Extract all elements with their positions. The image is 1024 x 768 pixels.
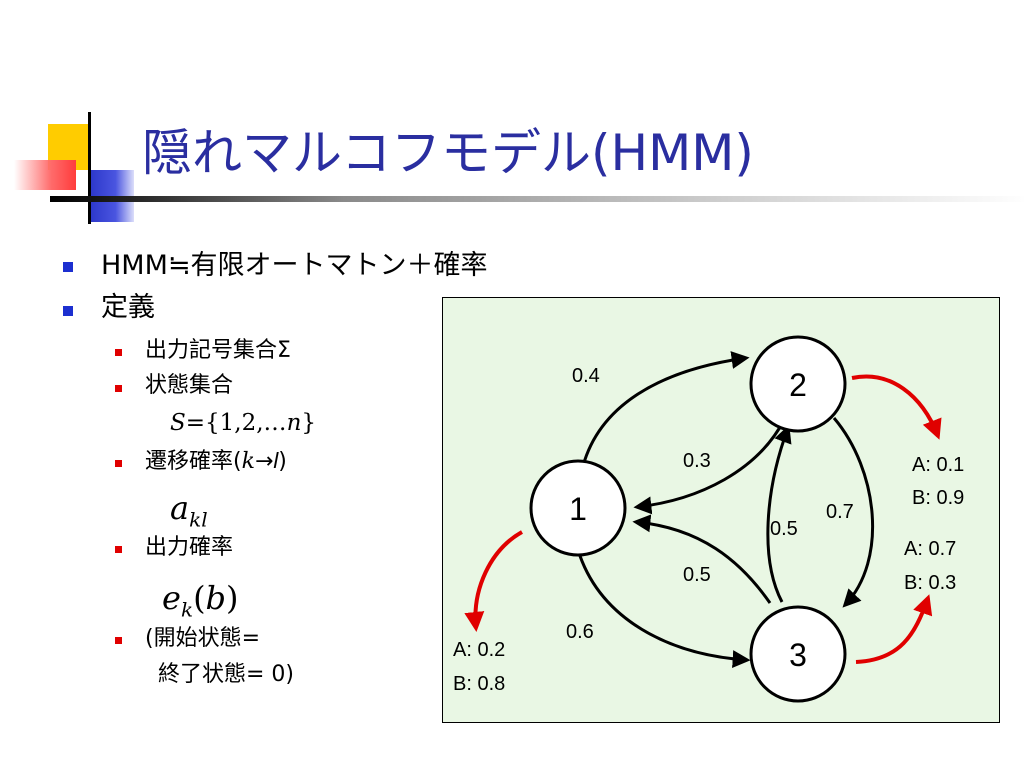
sub-bullet-marker bbox=[115, 546, 122, 553]
formula-close: } bbox=[301, 410, 317, 436]
state-node-2 bbox=[749, 335, 847, 433]
emission-formula: ek(b) bbox=[162, 582, 239, 619]
state-node-1 bbox=[529, 459, 627, 557]
emission-arrow-state1 bbox=[464, 530, 523, 632]
transition-k: k bbox=[241, 449, 255, 474]
transition-formula: akl bbox=[170, 492, 208, 529]
prob-1-to-3: 0.6 bbox=[566, 621, 594, 643]
title-decoration-red bbox=[14, 160, 76, 190]
bullet-marker bbox=[63, 262, 73, 272]
sub-bullet-start-end-line1: (開始状態= bbox=[145, 626, 261, 651]
prob-2-to-1: 0.3 bbox=[683, 450, 711, 472]
transition-prob-label: 遷移確率( bbox=[145, 449, 242, 474]
arrow-1-to-3 bbox=[576, 549, 751, 669]
bullet-hmm: HMM≒有限オートマトン＋確率 bbox=[101, 250, 488, 281]
title-decoration-line-vertical bbox=[88, 112, 91, 224]
arrow-2-to-3 bbox=[832, 417, 875, 608]
sub-bullet-start-end-line2: 終了状態= 0) bbox=[158, 662, 295, 687]
state-node-3 bbox=[749, 605, 847, 703]
sub-bullet-transition-prob: 遷移確率(k→l) bbox=[145, 450, 287, 473]
arrow-1-to-2 bbox=[581, 351, 750, 467]
slide-title: 隠れマルコフモデル(HMM) bbox=[142, 124, 754, 182]
emission-state2-b: B: 0.9 bbox=[912, 487, 964, 509]
formula-close-paren: ) bbox=[226, 579, 239, 617]
prob-2-to-3: 0.7 bbox=[826, 501, 854, 523]
emission-state1-a: A: 0.2 bbox=[453, 639, 505, 661]
formula-a: a bbox=[170, 489, 190, 527]
prob-3-to-2: 0.5 bbox=[770, 518, 798, 540]
emission-state3-a: A: 0.7 bbox=[904, 538, 956, 560]
bullet-definition: 定義 bbox=[101, 292, 155, 323]
sub-bullet-marker bbox=[115, 385, 122, 392]
formula-symbol-s: S bbox=[170, 410, 186, 436]
emission-state2-a: A: 0.1 bbox=[912, 454, 964, 476]
sub-bullet-emission-prob: 出力確率 bbox=[145, 535, 234, 560]
sub-bullet-marker bbox=[115, 349, 122, 356]
formula-symbol-n: n bbox=[286, 410, 302, 436]
emission-state1-b: B: 0.8 bbox=[453, 673, 505, 695]
state-node-2-label: 2 bbox=[789, 367, 807, 403]
formula-e: e bbox=[162, 579, 181, 617]
bullet-marker bbox=[63, 306, 73, 316]
formula-nums: 1,2,… bbox=[219, 410, 287, 436]
state-set-formula: S={1,2,…n} bbox=[170, 412, 316, 435]
emission-state3-b: B: 0.3 bbox=[904, 572, 956, 594]
sub-bullet-marker bbox=[115, 637, 122, 644]
title-underline bbox=[50, 196, 1024, 202]
formula-a-subscript: kl bbox=[189, 507, 208, 532]
formula-eq: ={ bbox=[185, 410, 220, 436]
transition-close: ) bbox=[278, 449, 287, 474]
prob-3-to-1: 0.5 bbox=[683, 564, 711, 586]
sub-bullet-marker bbox=[115, 460, 122, 467]
formula-open-paren: ( bbox=[193, 579, 206, 617]
state-node-1-label: 1 bbox=[569, 491, 587, 527]
sub-bullet-state-set: 状態集合 bbox=[145, 373, 234, 398]
prob-1-to-2: 0.4 bbox=[572, 365, 600, 387]
emission-arrow-state3 bbox=[855, 594, 933, 664]
arrow-3-to-2 bbox=[766, 424, 792, 603]
arrow-3-to-1 bbox=[632, 514, 772, 604]
arrow-2-to-1 bbox=[633, 419, 786, 515]
formula-b: b bbox=[205, 579, 227, 617]
transition-arrow: → bbox=[254, 449, 274, 474]
emission-arrow-state2 bbox=[851, 374, 942, 440]
transition-l: l bbox=[273, 448, 279, 473]
formula-e-subscript: k bbox=[180, 597, 194, 622]
sub-bullet-output-symbols: 出力記号集合Σ bbox=[145, 338, 291, 363]
state-node-3-label: 3 bbox=[789, 637, 807, 673]
